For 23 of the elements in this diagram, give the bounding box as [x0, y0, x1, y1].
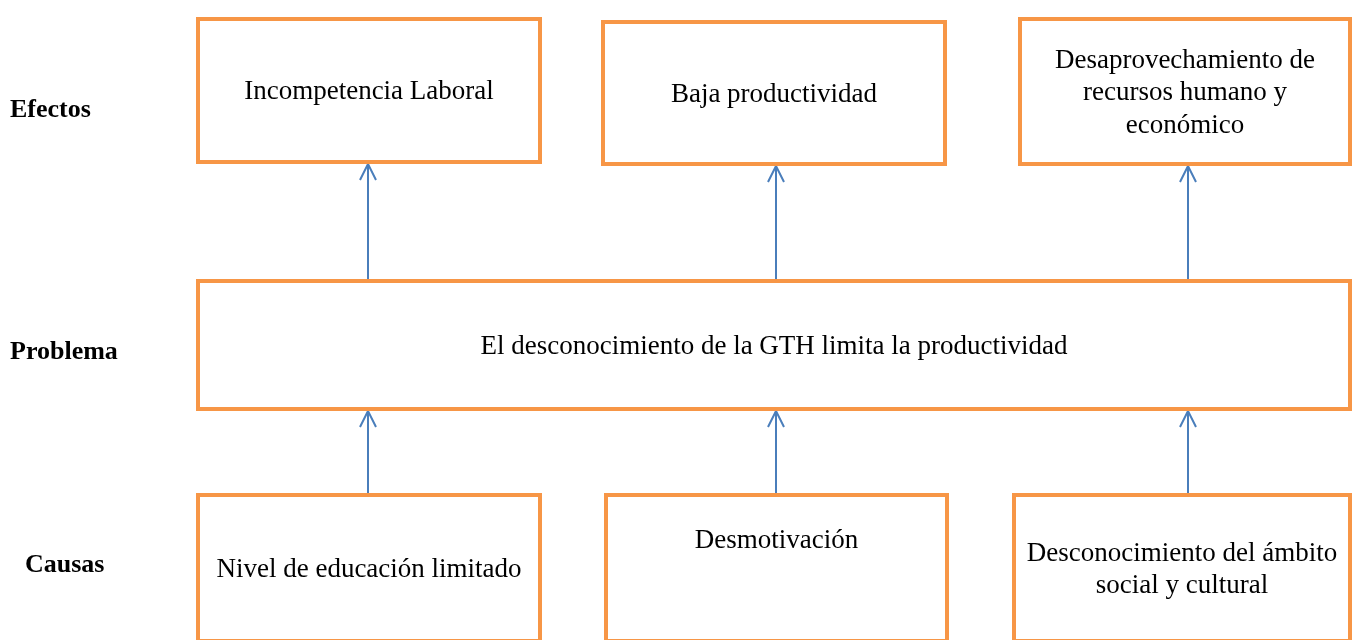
box-text: Desconocimiento del ámbito social y cultural	[1026, 535, 1338, 601]
box-text: Desaprovechamiento de recursos humano y económico	[1053, 42, 1317, 141]
process-box	[1012, 493, 1352, 640]
row-label: Problema	[10, 336, 118, 366]
row-label: Efectos	[10, 94, 91, 124]
arrow	[359, 163, 377, 280]
process-box	[196, 17, 542, 164]
process-box	[196, 493, 542, 640]
process-box	[601, 20, 947, 166]
arrow	[767, 410, 785, 494]
arrow	[767, 165, 785, 280]
box-text: El desconocimiento de la GTH limita la productividad	[480, 328, 1068, 362]
row-label: Causas	[25, 549, 105, 579]
box-text: Nivel de educación limitado	[216, 551, 522, 585]
box-text: Desmotivación	[694, 523, 859, 556]
process-box	[604, 493, 949, 640]
box-text: Incompetencia Laboral	[244, 74, 494, 107]
process-box	[1018, 17, 1352, 166]
arrow	[1179, 165, 1197, 280]
box-text: Baja productividad	[670, 76, 878, 110]
arrow	[359, 410, 377, 494]
process-box	[196, 279, 1352, 411]
arrow	[1179, 410, 1197, 494]
